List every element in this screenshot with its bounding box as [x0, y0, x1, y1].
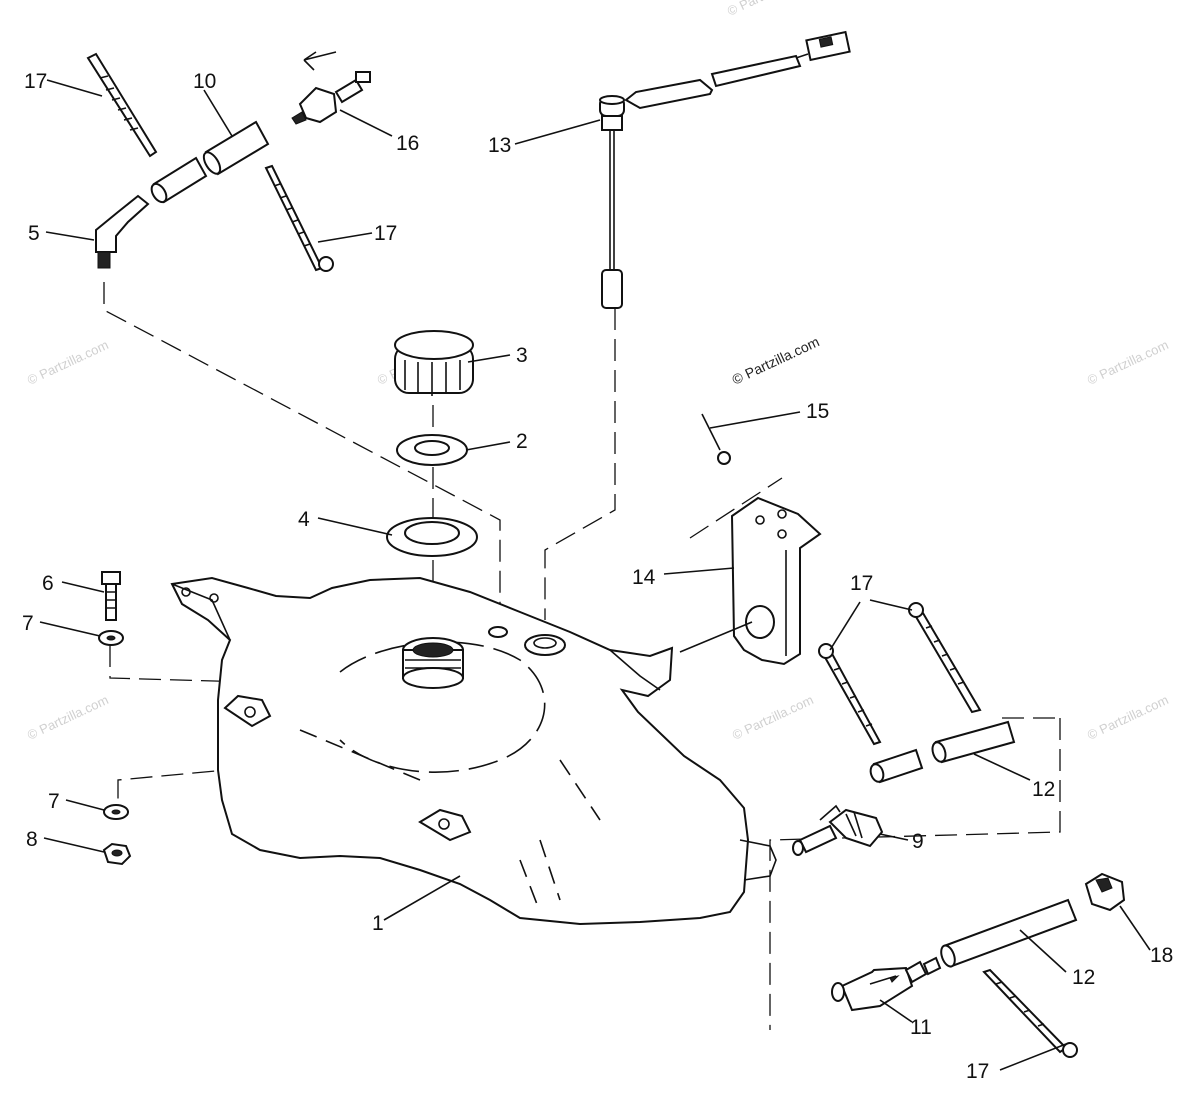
callout-7-lower: 7: [48, 790, 60, 813]
washer-lower: [103, 804, 129, 820]
callouts: 17 10 16 5 17 13 3 2 4 15 14 6 7 7 8 1 1…: [22, 70, 1173, 1083]
callout-17-right: 17: [850, 572, 873, 595]
callout-16: 16: [396, 132, 419, 155]
check-valve: [291, 51, 371, 125]
callout-11: 11: [910, 1016, 932, 1039]
fuel-cap: [394, 330, 474, 396]
callout-2: 2: [516, 430, 528, 453]
washer-upper: [98, 630, 124, 646]
cable-tie-right-2: [908, 602, 982, 714]
callout-4: 4: [298, 508, 310, 531]
bolt: [101, 571, 121, 621]
fuel-sender: [599, 30, 851, 309]
fuel-tank: [170, 576, 777, 926]
cable-tie-bottom: [982, 968, 1078, 1058]
callout-17-top-left: 17: [24, 70, 47, 93]
neck-gasket: [386, 517, 478, 557]
callout-13: 13: [488, 134, 511, 157]
watermarks: © Partzilla.com © Partzilla.com © Partzi…: [25, 0, 1171, 743]
cable-tie-mid: [264, 164, 334, 272]
cable-tie-top-left: [86, 52, 158, 158]
nut: [102, 842, 132, 866]
mounting-bracket: [730, 496, 822, 666]
upper-fuel-hose: [150, 120, 270, 204]
copyright-notice: © Partzilla.com: [730, 333, 822, 387]
callout-14: 14: [632, 566, 656, 589]
callout-18: 18: [1150, 944, 1173, 967]
callout-8: 8: [26, 828, 38, 851]
callout-9: 9: [912, 830, 924, 853]
fuel-filter: [831, 956, 942, 1012]
callout-1: 1: [372, 912, 384, 935]
callout-10: 10: [193, 70, 216, 93]
watermark-1: © Partzilla.com: [25, 337, 111, 388]
callout-12-upper: 12: [1032, 778, 1055, 801]
outlet-fitting: [792, 804, 884, 856]
watermark-top: © Partzilla.com: [725, 0, 811, 19]
callout-7-upper: 7: [22, 612, 34, 635]
callout-12-lower: 12: [1072, 966, 1095, 989]
watermark-3: © Partzilla.com: [1085, 337, 1171, 388]
hose-clip: [1084, 872, 1126, 912]
watermark-4: © Partzilla.com: [25, 692, 111, 743]
callout-5: 5: [28, 222, 40, 245]
callout-17-bottom: 17: [966, 1060, 989, 1083]
elbow-fitting: [95, 194, 150, 269]
leader-lines: [39, 79, 1151, 1071]
fuel-hose-long: [940, 898, 1078, 968]
cable-tie-right-1: [818, 643, 882, 746]
callout-6: 6: [42, 572, 54, 595]
watermark-6: © Partzilla.com: [730, 692, 816, 743]
cap-gasket: [396, 434, 468, 466]
watermark-7: © Partzilla.com: [1085, 692, 1171, 743]
assembly-lines: [103, 282, 1061, 1030]
callout-3: 3: [516, 344, 528, 367]
bracket-screw: [701, 413, 731, 465]
callout-17-mid: 17: [374, 222, 397, 245]
callout-15: 15: [806, 400, 829, 423]
fuel-hose-short: [869, 720, 1016, 784]
